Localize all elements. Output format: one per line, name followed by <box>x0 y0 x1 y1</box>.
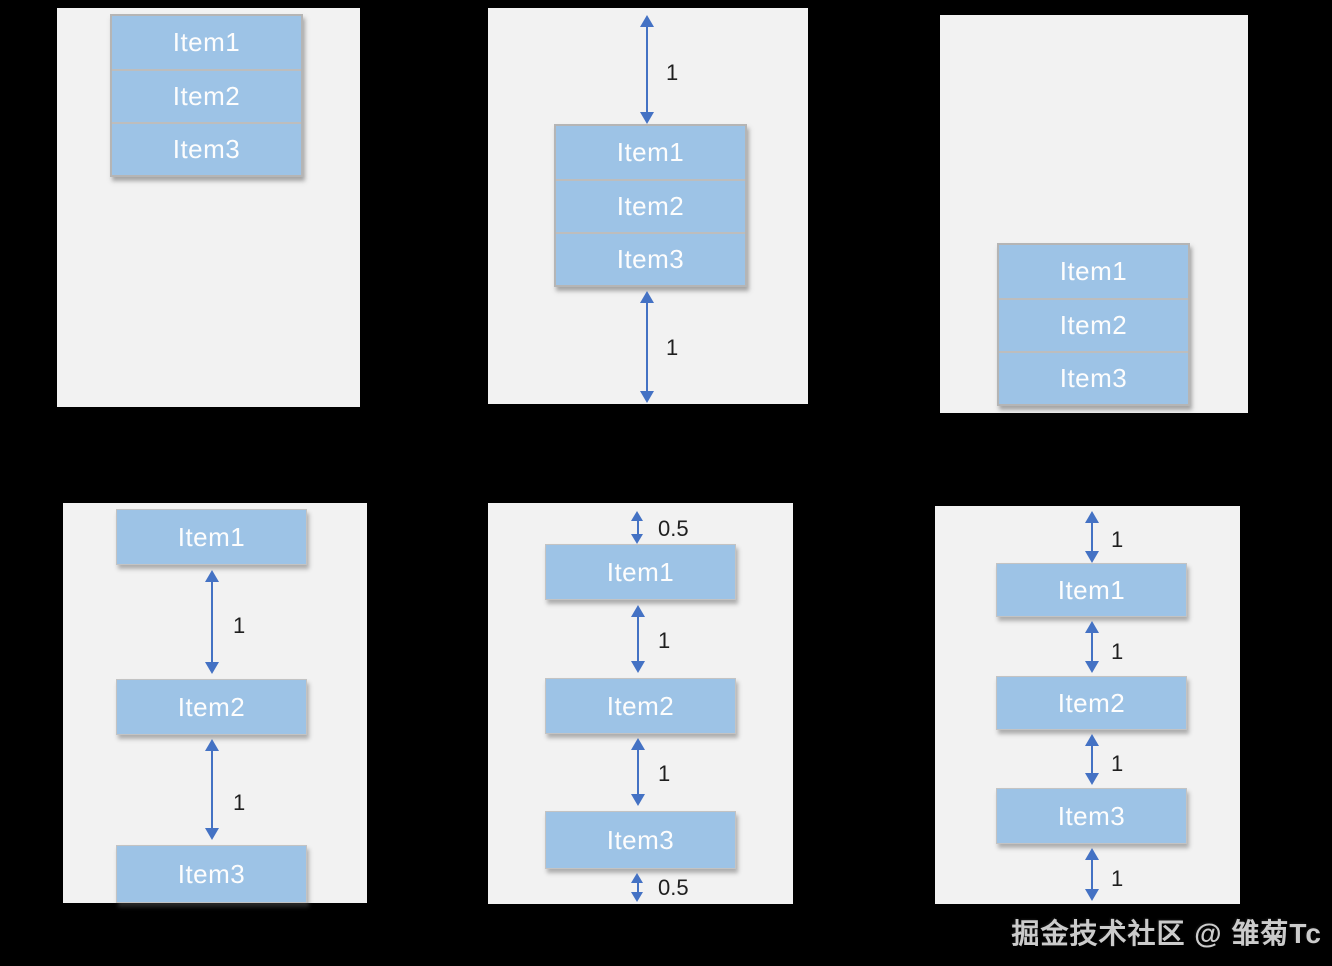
item-box: Item1 <box>1059 256 1128 286</box>
double-arrow-icon <box>1084 511 1100 563</box>
spacing-label: 1 <box>666 335 679 360</box>
arrow-head <box>205 570 219 582</box>
arrow-shaft <box>637 518 639 537</box>
double-arrow-icon <box>1084 734 1100 785</box>
double-arrow-icon <box>630 873 646 902</box>
spacing-label: 1 <box>233 613 246 638</box>
arrow-head <box>205 662 219 674</box>
item-box: Item2 <box>996 676 1187 730</box>
arrow-head <box>631 605 645 617</box>
arrow-shaft <box>637 747 639 797</box>
double-arrow-icon <box>1084 621 1100 673</box>
arrow-shaft <box>211 579 213 665</box>
arrow-head <box>205 739 219 751</box>
container-flex-end: Item1 Item2 Item3 <box>940 15 1248 413</box>
spacing-label: 1 <box>658 628 671 653</box>
spacing-label: 1 <box>1111 639 1124 664</box>
arrow-head <box>640 112 654 124</box>
item-box: Item3 <box>116 845 307 903</box>
container-space-evenly: 1 Item1 1 Item2 1 Item3 1 <box>935 506 1240 904</box>
item-box: Item1 <box>116 509 307 565</box>
arrow-head <box>1085 661 1099 673</box>
arrow-shaft <box>637 880 639 895</box>
arrow-head <box>1085 734 1099 746</box>
double-arrow-icon <box>630 605 646 673</box>
arrow-head <box>1085 511 1099 523</box>
container-space-between: Item1 1 Item2 1 Item3 <box>63 503 367 903</box>
item-box: Item3 <box>996 788 1187 844</box>
item-stack: Item1 Item2 Item3 <box>554 124 747 287</box>
spacing-label: 1 <box>1111 866 1124 891</box>
item-box: Item3 <box>545 811 736 869</box>
arrow-head <box>205 828 219 840</box>
double-arrow-icon <box>630 738 646 806</box>
arrow-head <box>640 15 654 27</box>
arrow-head <box>640 291 654 303</box>
arrow-head <box>631 794 645 806</box>
item-box: Item2 <box>112 69 301 122</box>
item-box: Item1 <box>545 544 736 600</box>
container-center: 1 Item1 Item2 Item3 1 <box>488 8 808 404</box>
item-stack: Item1 Item2 Item3 <box>997 243 1190 406</box>
spacing-label: 1 <box>666 60 679 85</box>
arrow-head <box>631 534 643 544</box>
arrow-head <box>1085 621 1099 633</box>
arrow-shaft <box>1091 520 1093 554</box>
spacing-label: 1 <box>233 790 246 815</box>
item-stack: Item1 Item2 Item3 <box>110 14 303 177</box>
watermark: 掘金技术社区 @ 雏菊Tc <box>1011 918 1322 949</box>
arrow-head <box>631 661 645 673</box>
spacing-label: 1 <box>1111 751 1124 776</box>
spacing-label: 0.5 <box>658 875 689 900</box>
item-box: Item2 <box>545 678 736 734</box>
item-box: Item1 <box>996 563 1187 617</box>
double-arrow-icon <box>1084 848 1100 901</box>
container-flex-start: Item1 Item2 Item3 <box>57 8 360 407</box>
item-box: Item2 <box>999 298 1188 351</box>
spacing-label: 1 <box>658 761 671 786</box>
arrow-head <box>631 738 645 750</box>
item-box: Item2 <box>116 679 307 735</box>
arrow-head <box>1085 551 1099 563</box>
arrow-head <box>640 391 654 403</box>
arrow-head <box>1085 889 1099 901</box>
arrow-shaft <box>637 614 639 664</box>
item-box: Item3 <box>112 122 301 175</box>
container-space-around: 0.5 Item1 1 Item2 1 Item3 0.5 <box>488 503 793 904</box>
spacing-label: 1 <box>1111 527 1124 552</box>
item-box: Item3 <box>556 232 745 285</box>
double-arrow-icon <box>204 570 220 674</box>
double-arrow-icon <box>630 511 646 544</box>
arrow-shaft <box>646 300 648 394</box>
arrow-shaft <box>1091 630 1093 664</box>
item-box: Item3 <box>999 351 1188 404</box>
arrow-head <box>1085 848 1099 860</box>
spacing-label: 0.5 <box>658 516 689 541</box>
arrow-shaft <box>646 24 648 115</box>
arrow-head <box>631 511 643 521</box>
item-box: Item2 <box>556 179 745 232</box>
arrow-shaft <box>211 748 213 831</box>
item-box: Item1 <box>616 137 685 167</box>
item-box: Item1 <box>172 27 241 57</box>
double-arrow-icon <box>639 291 655 403</box>
arrow-head <box>631 892 643 902</box>
arrow-shaft <box>1091 857 1093 892</box>
double-arrow-icon <box>204 739 220 840</box>
arrow-head <box>631 873 643 883</box>
arrow-head <box>1085 773 1099 785</box>
arrow-shaft <box>1091 743 1093 776</box>
double-arrow-icon <box>639 15 655 124</box>
